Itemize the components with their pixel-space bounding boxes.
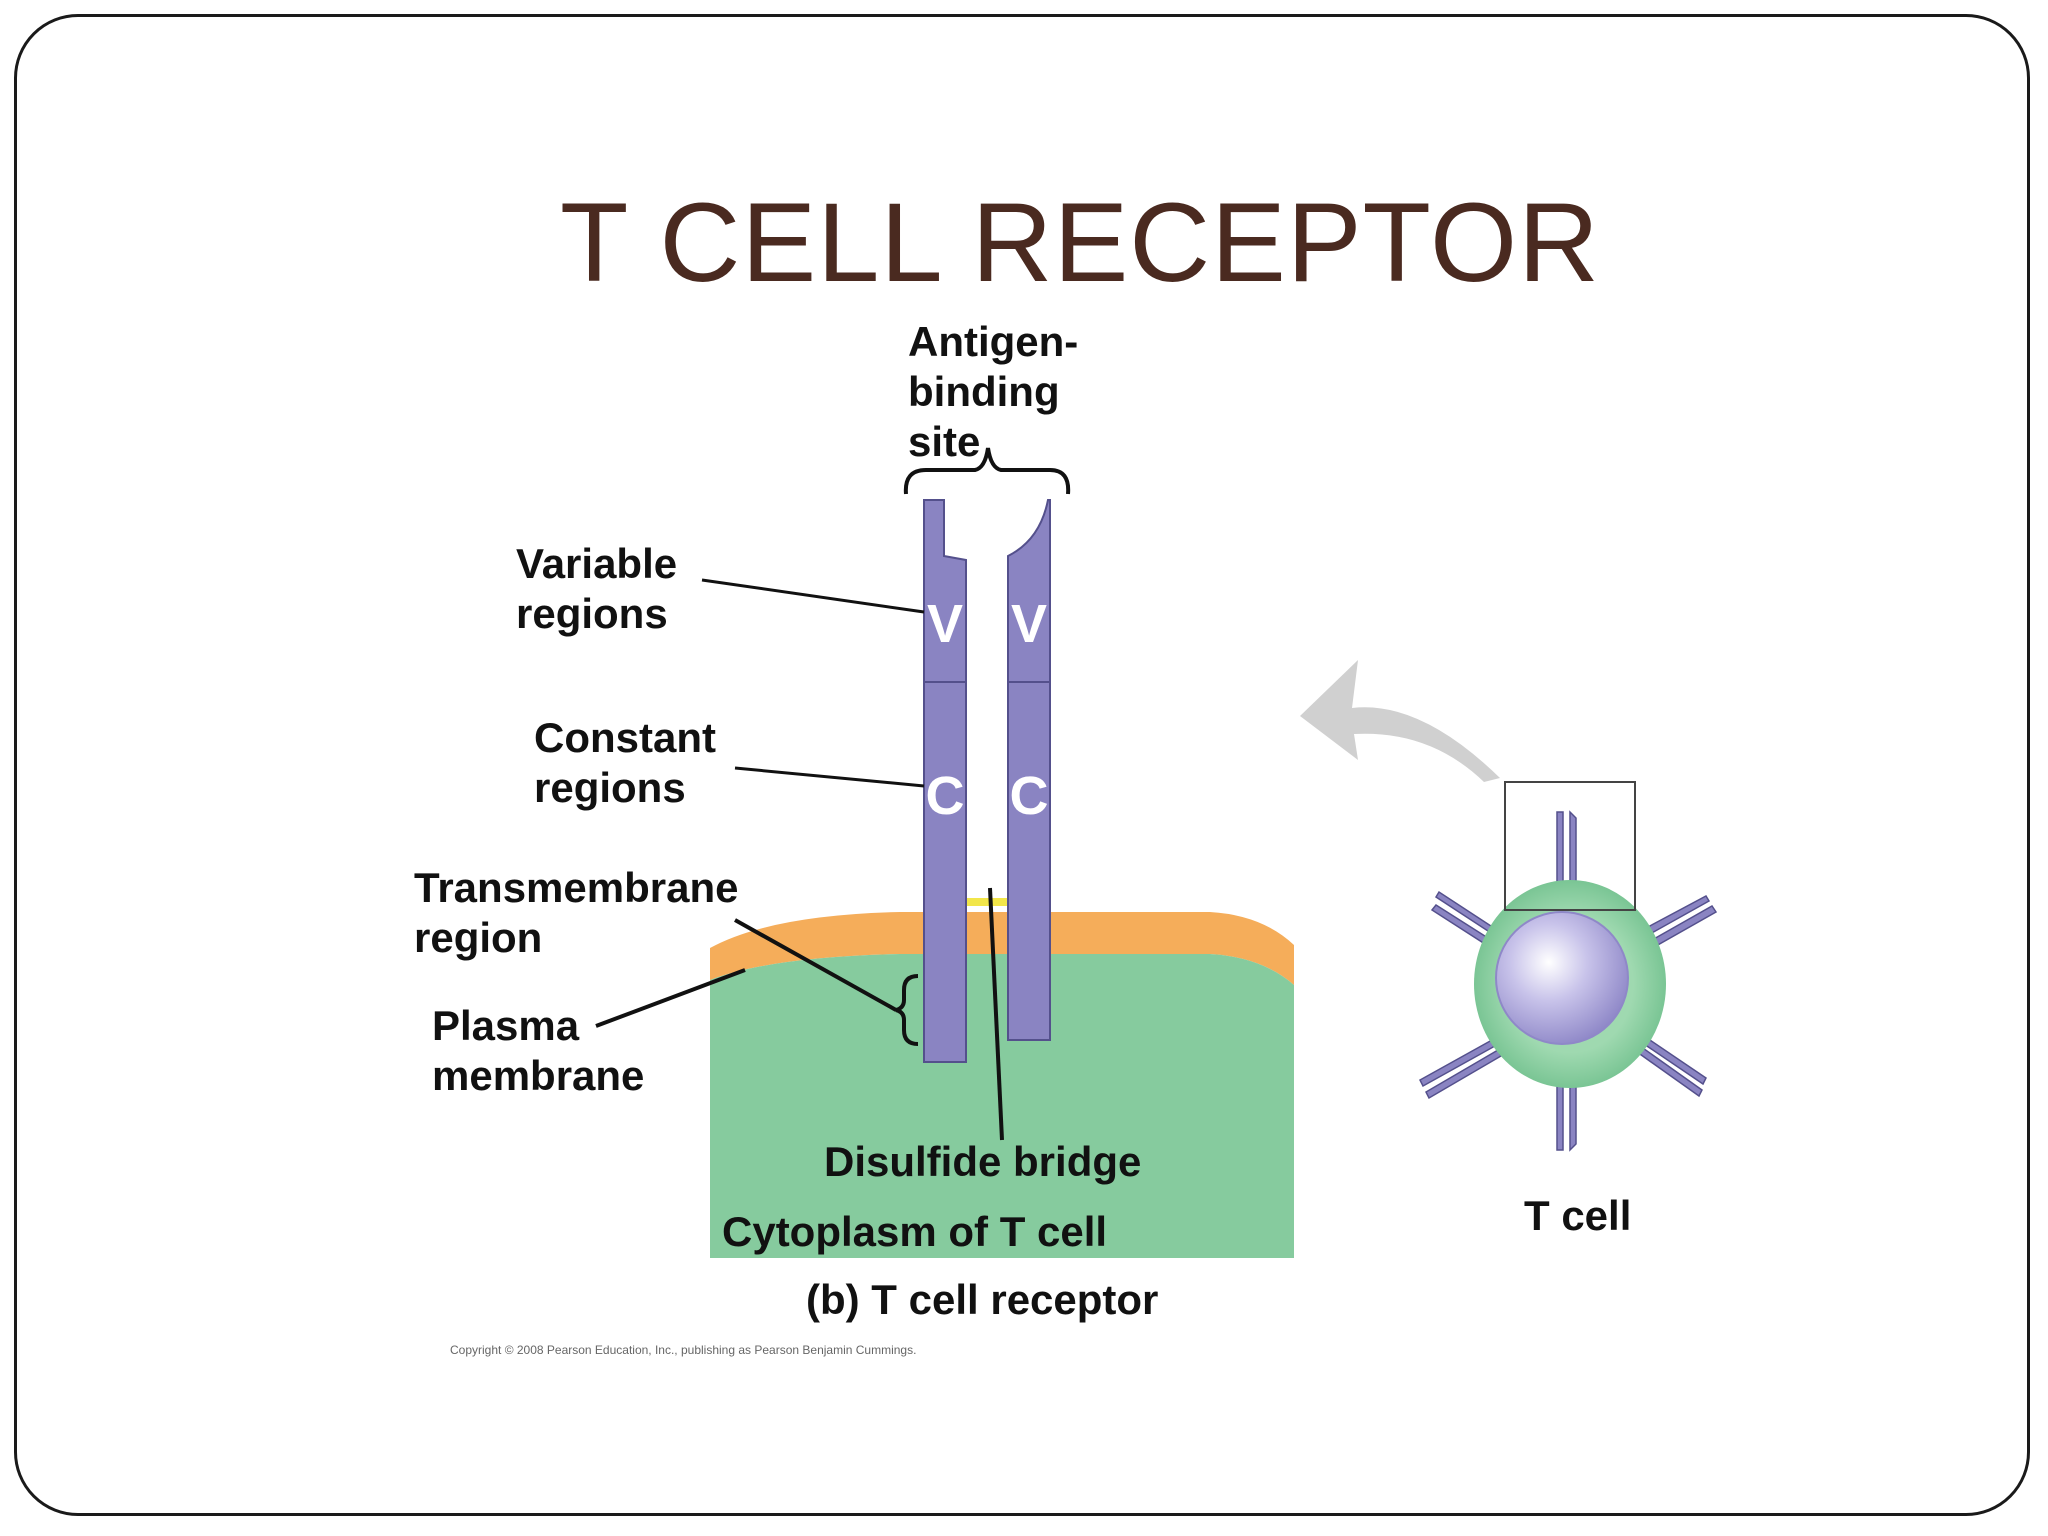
antigen-binding-line-2: binding [908,368,1060,415]
tcr-spike-lower-left [1419,1038,1502,1100]
plasma-membrane-line-2: membrane [432,1052,644,1099]
transmembrane-region-label: Transmembrane region [414,864,750,961]
plasma-membrane-band [710,912,1294,985]
tcr-spike-upper-left [1430,890,1496,946]
zoom-box [1504,781,1636,911]
figure-caption: (b) T cell receptor [806,1276,1158,1323]
domain-c-right: C [1010,766,1049,826]
domain-v-right: V [1011,594,1047,654]
domain-v-left: V [927,594,963,654]
slide-title: T CELL RECEPTOR [560,180,1600,305]
antigen-binding-brace [903,447,1071,495]
domain-c-left: C [926,766,965,826]
variable-regions-label: Variable regions [516,540,689,637]
antigen-binding-site-label: Antigen- binding site [908,318,1090,465]
receptor-chain-right [1007,499,1051,1041]
disulfide-leader-line [988,887,1004,1141]
t-cell-illustration [1419,781,1718,1152]
antigen-binding-line-3: site [908,418,980,465]
receptor-chain-left [923,499,967,1063]
plasma-membrane-line-1: Plasma [432,1002,580,1049]
cytoplasm-label: Cytoplasm of T cell [722,1208,1107,1255]
constant-regions-line-1: Constant [534,714,716,761]
plasma-membrane-leader-line [595,968,746,1028]
antigen-binding-line-1: Antigen- [908,318,1078,365]
transmembrane-line-2: region [414,914,542,961]
t-cell-nucleus [1495,911,1629,1045]
transmembrane-line-1: Transmembrane [414,864,738,911]
plasma-membrane-label: Plasma membrane [432,1002,644,1099]
variable-leader-line [701,578,925,614]
variable-regions-line-2: regions [516,590,668,637]
constant-regions-line-2: regions [534,764,686,811]
disulfide-bridge-label: Disulfide bridge [824,1138,1141,1185]
t-cell-label: T cell [1524,1192,1631,1239]
constant-regions-label: Constant regions [534,714,728,811]
copyright-notice: Copyright © 2008 Pearson Education, Inc.… [450,1343,916,1357]
constant-leader-line [734,766,925,788]
tcr-spike-upper-right [1644,895,1718,947]
curved-arrow [1300,660,1500,782]
variable-regions-line-1: Variable [516,540,677,587]
transmembrane-leader-line [734,918,897,1012]
